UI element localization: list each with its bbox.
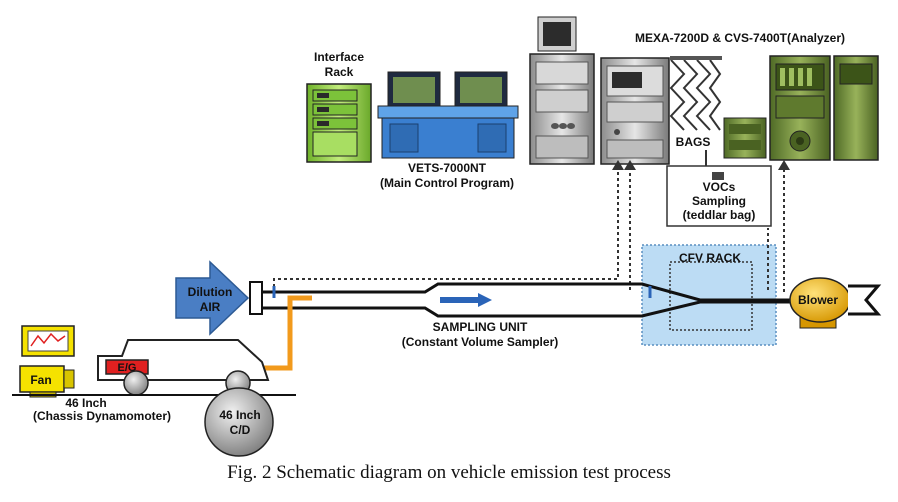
sampling-lines [273, 166, 785, 292]
dilution-label-1: Dilution [188, 285, 233, 299]
chassis-dyno-roller [204, 387, 274, 457]
cd-label-1: 46 Inch [219, 408, 260, 422]
vets-label-2: (Main Control Program) [380, 176, 514, 190]
analyzer-label: MEXA-7200D & CVS-7400T(Analyzer) [635, 31, 845, 45]
blower [789, 277, 882, 329]
chassis-label-1: 46 Inch [65, 396, 106, 410]
interface-rack-label-2: Rack [325, 65, 354, 79]
cd-label-2: C/D [230, 423, 251, 437]
sampling-unit-label-1: SAMPLING UNIT [433, 320, 528, 334]
blower-label: Blower [798, 293, 838, 307]
cvs-cabinet [600, 57, 670, 165]
tunnel-inlet-flange [249, 281, 263, 315]
figure-caption: Fig. 2 Schematic diagram on vehicle emis… [227, 462, 671, 483]
vocs-sampling-box [666, 165, 772, 227]
dilution-tunnel [256, 282, 792, 318]
bags-label: BAGS [676, 135, 711, 149]
cfv-rack-inner [669, 261, 753, 331]
emission-test-diagram: Interface Rack VETS-7000NT (Main Control… [12, 16, 882, 457]
interface-rack-label-1: Interface [314, 50, 364, 64]
vocs-label-2: Sampling [692, 194, 746, 208]
driver-monitor [21, 325, 75, 357]
interface-rack [306, 83, 372, 163]
dilution-air-arrow [175, 260, 250, 336]
vocs-label-1: VOCs [703, 180, 736, 194]
cfv-rack-area [641, 244, 777, 346]
vocs-label-3: (teddlar bag) [683, 208, 756, 222]
small-analyzer-unit [723, 117, 767, 159]
fan-label: Fan [30, 373, 51, 387]
cfv-rack-label: CFV RACK [679, 251, 741, 265]
dilution-label-2: AIR [200, 300, 221, 314]
chassis-label-2: (Chassis Dynamomoter) [33, 409, 171, 423]
engine-label: E/G [118, 362, 137, 374]
flow-arrow [440, 293, 492, 307]
mexa-cabinet [529, 16, 595, 165]
vets-control-desk [377, 71, 519, 159]
sample-bags [669, 56, 722, 131]
vets-label-1: VETS-7000NT [408, 161, 487, 175]
sampling-line-arrows [612, 160, 790, 170]
sampling-unit-label-2: (Constant Volume Sampler) [402, 335, 558, 349]
analyzer-cabinets [769, 55, 879, 161]
